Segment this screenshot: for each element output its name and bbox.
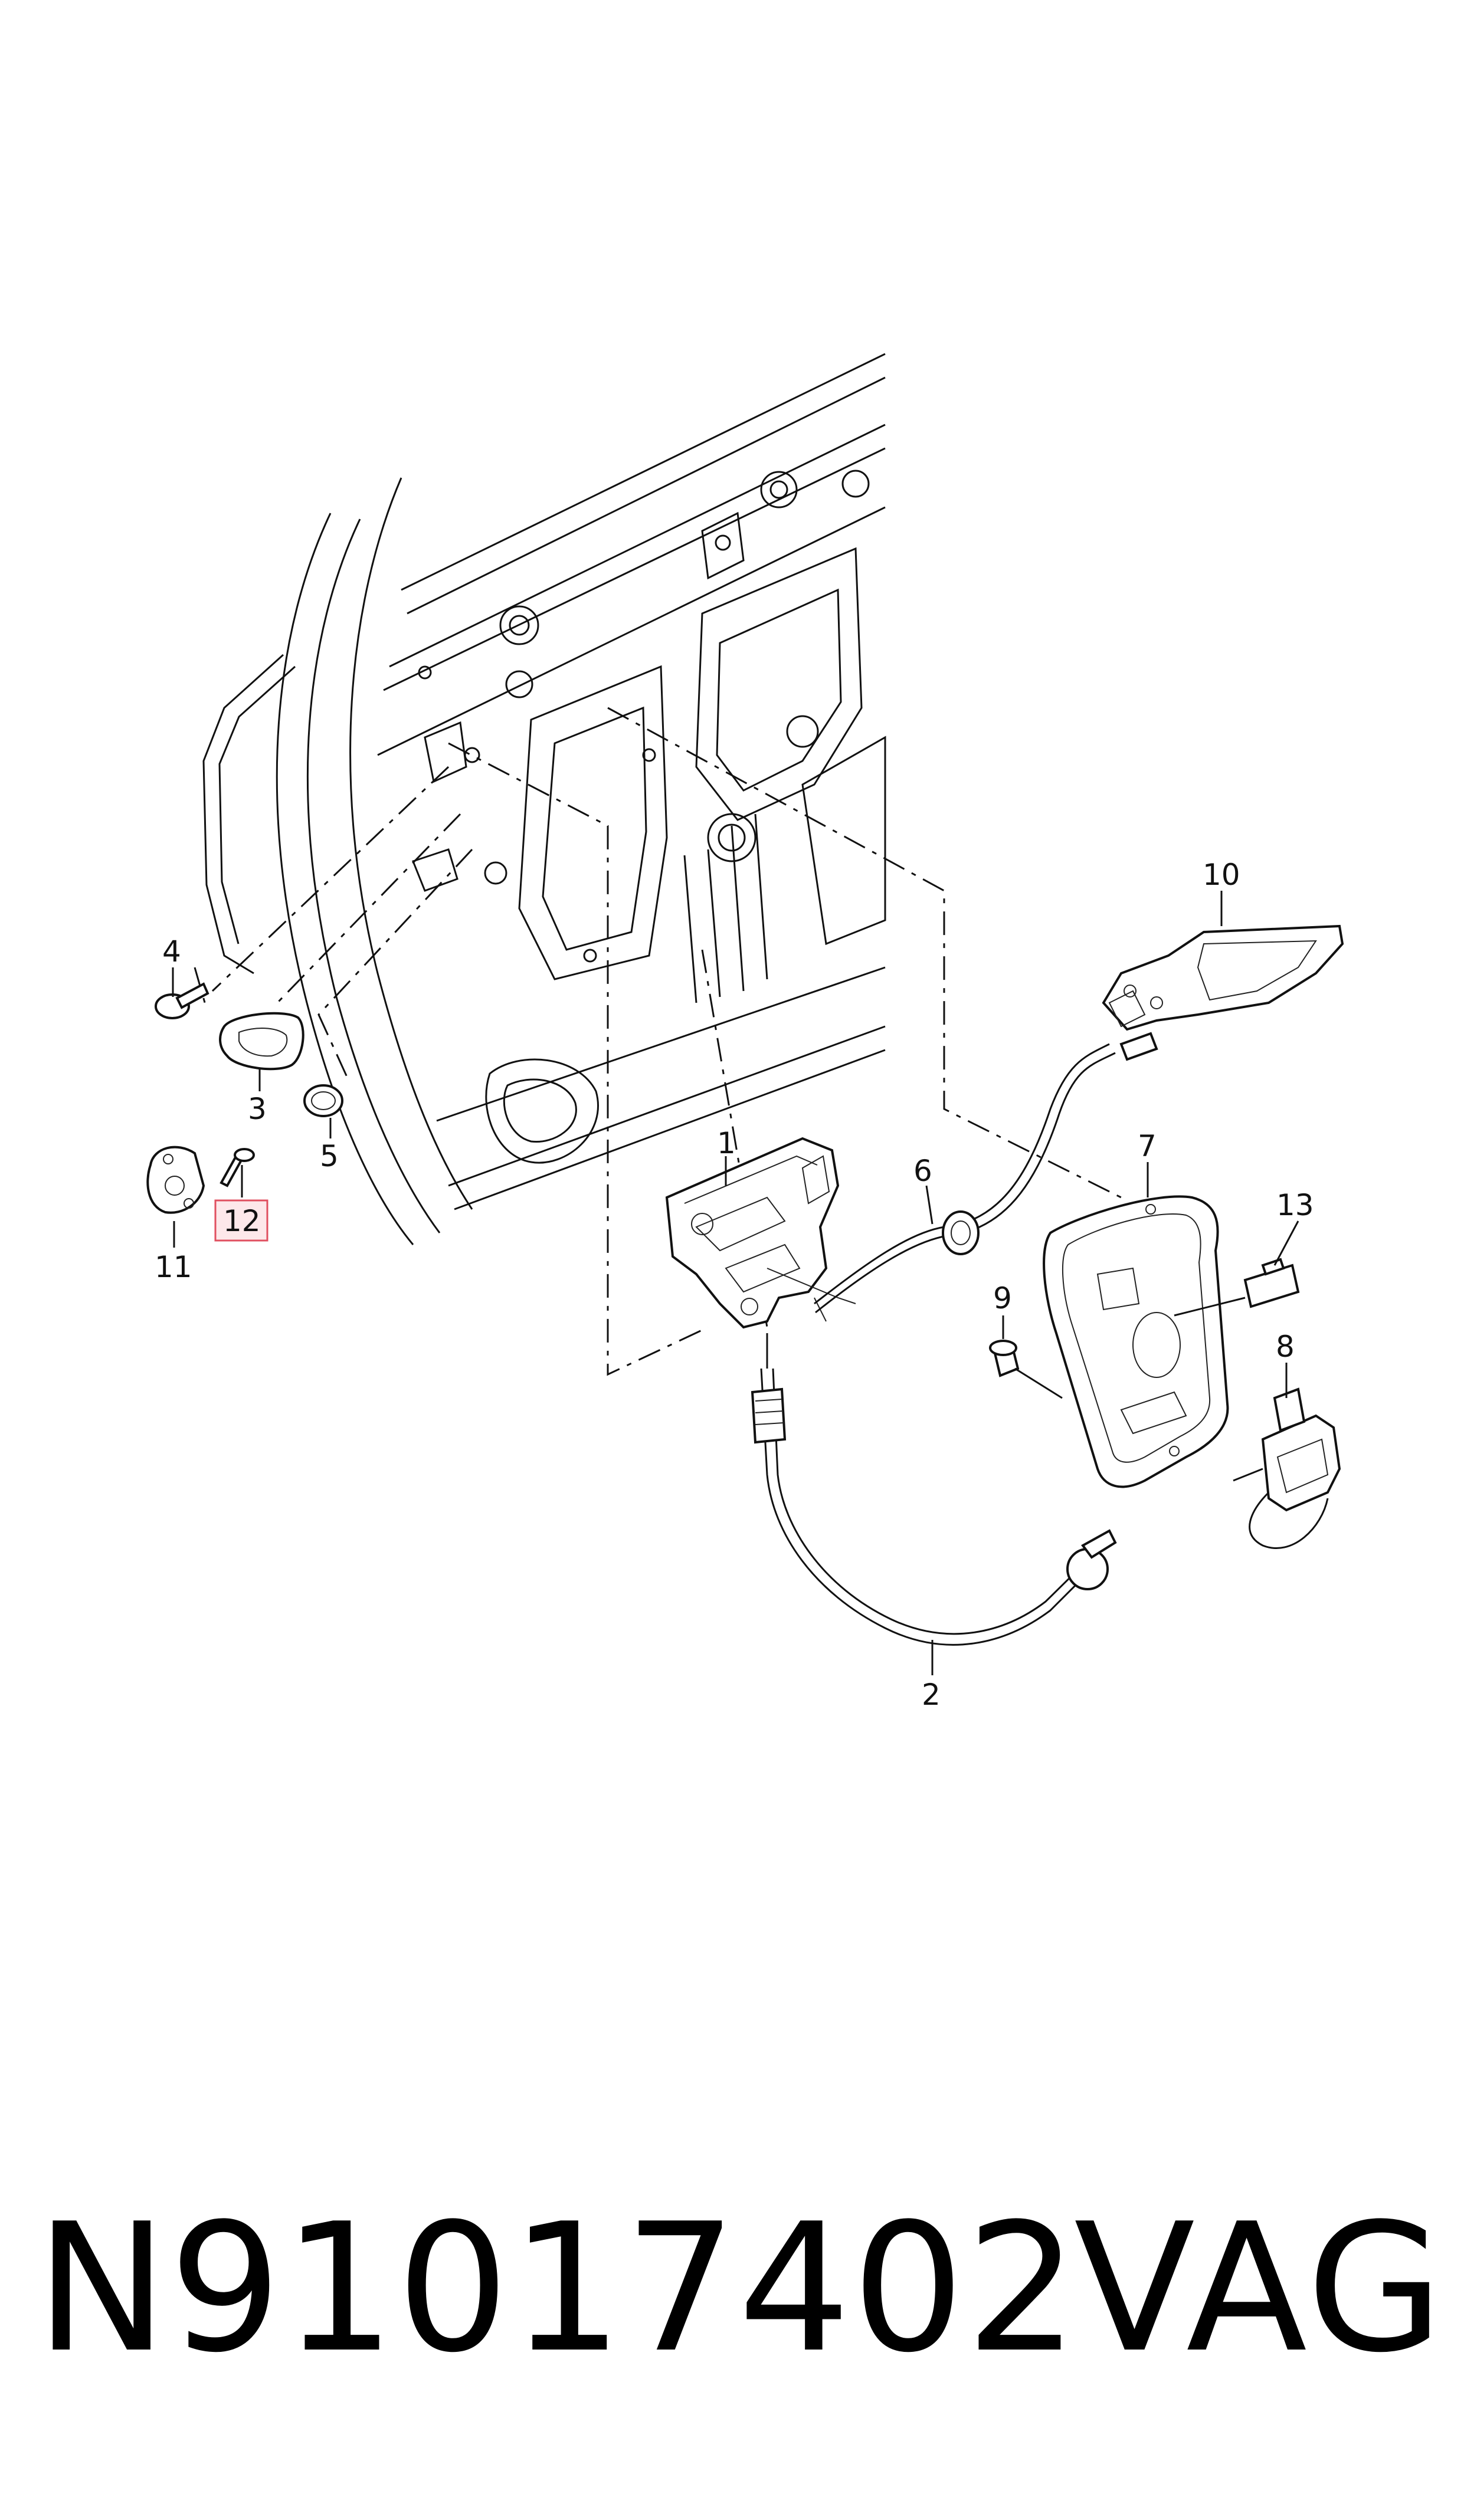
- callout-11: 11: [155, 1250, 192, 1284]
- assembly-lines: [194, 707, 1122, 1376]
- part-11-striker-plate: [146, 1146, 205, 1214]
- callout-10: 10: [1203, 858, 1240, 892]
- part-6-bowden-cable: [814, 1032, 1158, 1314]
- callout-9: 9: [993, 1281, 1012, 1315]
- part-4-screw: [155, 982, 209, 1019]
- part-3-bumper: [219, 1012, 304, 1071]
- part-2-release-cable: [751, 1333, 1117, 1646]
- callout-7: 7: [1138, 1129, 1157, 1163]
- callout-2: 2: [922, 1678, 941, 1712]
- callout-labels: 1 2 3 4 5 6 7 8 9 10 11 13 12: [155, 858, 1314, 1712]
- part-8-actuator: [1233, 1387, 1341, 1549]
- part-10-door-handle: [1102, 924, 1344, 1031]
- callout-4: 4: [162, 934, 181, 969]
- callout-13: 13: [1276, 1188, 1314, 1222]
- callout-3: 3: [248, 1092, 267, 1126]
- callout-5: 5: [320, 1139, 339, 1173]
- part-9-plug: [989, 1340, 1063, 1399]
- brand-label: VAG: [1074, 2186, 1446, 2391]
- callout-12-highlighted[interactable]: 12: [214, 1199, 268, 1242]
- part-number: N91017402: [35, 2186, 1080, 2391]
- callout-8: 8: [1276, 1330, 1295, 1364]
- part-1-door-lock: [665, 1137, 856, 1329]
- highlight-box: [214, 1199, 268, 1242]
- leader-lines: [172, 891, 1299, 1675]
- part-7-cover-plate: [1043, 1195, 1229, 1488]
- part-12-bolt: [220, 1148, 255, 1187]
- part-5-seal-ring: [303, 1084, 343, 1117]
- callout-12: 12: [223, 1204, 261, 1238]
- callout-1: 1: [717, 1126, 736, 1160]
- door-inner-panel: [202, 353, 886, 1245]
- part-13-clip: [1174, 1258, 1300, 1317]
- callout-6: 6: [913, 1154, 932, 1188]
